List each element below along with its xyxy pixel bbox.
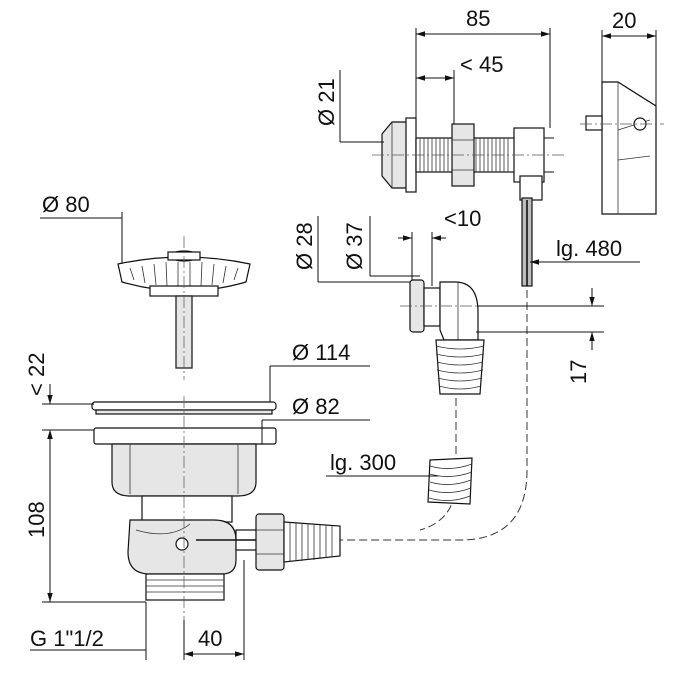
- basket-strainer: [117, 236, 251, 380]
- dim-less-10: <10: [444, 206, 481, 231]
- dim-dia-80: Ø 80: [42, 192, 90, 217]
- dim-20: 20: [612, 8, 636, 33]
- dimension-lines: [30, 28, 657, 660]
- remote-control-button: [372, 117, 566, 201]
- dim-thread: G 1"1/2: [30, 626, 104, 651]
- overflow-hose: [435, 339, 485, 395]
- dim-less-45: < 45: [460, 52, 503, 77]
- dim-dia-21: Ø 21: [314, 78, 339, 126]
- dim-dia-82: Ø 82: [292, 394, 340, 419]
- dim-dia-28: Ø 28: [292, 222, 317, 270]
- dim-85: 85: [466, 6, 490, 31]
- sink-waste-body: [91, 396, 277, 620]
- dim-40: 40: [198, 626, 222, 651]
- dim-dia-114: Ø 114: [292, 340, 350, 365]
- dim-17: 17: [566, 360, 591, 384]
- overflow-elbow: [400, 279, 600, 531]
- dimension-labels: 85 20 < 45 Ø 21 Ø 80 Ø 28 Ø 37 <10 lg. 4…: [24, 6, 636, 651]
- dim-less-22: < 22: [24, 353, 49, 396]
- overflow-connector: [196, 513, 341, 571]
- dim-dia-37: Ø 37: [342, 222, 367, 270]
- dim-108: 108: [24, 501, 49, 538]
- connector-hose: [427, 457, 473, 505]
- button-side-view: [580, 81, 664, 215]
- dim-lg-480: lg. 480: [556, 236, 622, 261]
- bowden-cable: [340, 197, 533, 541]
- dim-lg-300: lg. 300: [330, 450, 396, 475]
